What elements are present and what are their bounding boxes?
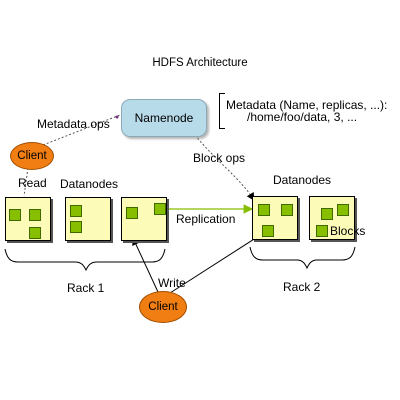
metadata-text-line2: /home/foo/data, 3, ... bbox=[247, 110, 358, 124]
block bbox=[70, 221, 82, 233]
metadata-ops-line bbox=[42, 114, 121, 146]
read-label: Read bbox=[18, 176, 47, 190]
metadata-bracket bbox=[219, 93, 225, 129]
block-ops-line bbox=[194, 134, 255, 201]
namenode-box: Namenode bbox=[121, 99, 207, 137]
block bbox=[70, 205, 82, 217]
client-top[interactable]: Client bbox=[10, 142, 54, 170]
write-line-left bbox=[132, 237, 159, 293]
datanodes-left-label: Datanodes bbox=[60, 177, 119, 191]
diagram-title: HDFS Architecture bbox=[152, 57, 248, 69]
client-top-label: Client bbox=[17, 150, 47, 162]
datanode-rack1-3 bbox=[121, 197, 167, 241]
datanodes-right-label: Datanodes bbox=[273, 173, 332, 187]
read-line bbox=[23, 167, 29, 197]
metadata-ops-label: Metadata ops bbox=[37, 117, 110, 131]
namenode-label: Namenode bbox=[134, 111, 194, 125]
blocks-label: Blocks bbox=[330, 224, 366, 238]
datanode-rack2-1 bbox=[252, 196, 298, 240]
rack2-label: Rack 2 bbox=[283, 280, 321, 294]
block bbox=[337, 204, 349, 216]
block bbox=[316, 225, 328, 237]
client-bottom[interactable]: Client bbox=[139, 291, 187, 323]
block-ops-label: Block ops bbox=[193, 151, 246, 165]
datanode-rack1-1 bbox=[5, 197, 51, 241]
block bbox=[281, 204, 293, 216]
block bbox=[9, 209, 21, 221]
block bbox=[29, 227, 41, 239]
write-line-right bbox=[169, 233, 263, 294]
block bbox=[126, 207, 138, 219]
rack2-brace bbox=[249, 246, 356, 270]
datanode-rack2-2 bbox=[309, 196, 355, 240]
replication-label: Replication bbox=[176, 212, 236, 226]
write-label: Write bbox=[158, 276, 186, 290]
block bbox=[29, 209, 41, 221]
block bbox=[258, 204, 270, 216]
client-bottom-label: Client bbox=[148, 301, 178, 313]
block bbox=[262, 225, 274, 237]
rack1-brace bbox=[4, 248, 166, 272]
block bbox=[154, 203, 166, 215]
datanode-rack1-2 bbox=[65, 197, 111, 241]
rack1-label: Rack 1 bbox=[67, 281, 105, 295]
metadata-text-line1: Metadata (Name, replicas, ...): bbox=[226, 98, 388, 112]
block bbox=[321, 208, 333, 220]
